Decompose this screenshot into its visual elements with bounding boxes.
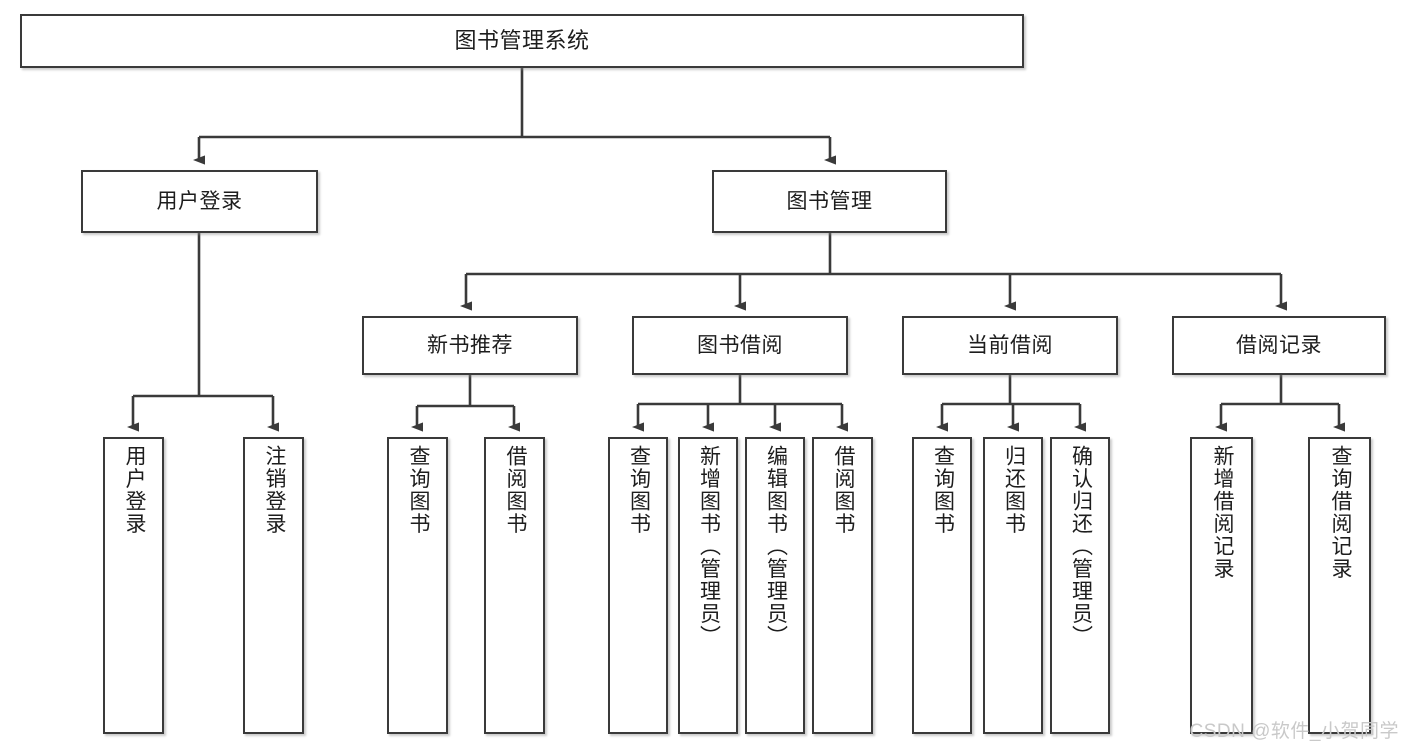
node-root[interactable]: 图书管理系统 xyxy=(20,14,1024,68)
leaf-user-login-label: 用户登录 xyxy=(122,445,146,535)
leaf-user-logout-label: 注销登录 xyxy=(262,445,286,535)
node-new-book-recommend[interactable]: 新书推荐 xyxy=(362,316,578,375)
node-root-label: 图书管理系统 xyxy=(454,27,590,53)
leaf-borrow-edit-book-admin[interactable]: 编辑图书（管理员） xyxy=(745,437,805,734)
leaf-user-logout[interactable]: 注销登录 xyxy=(243,437,304,734)
node-book-borrow-label: 图书借阅 xyxy=(697,333,783,357)
leaf-newbook-query-books[interactable]: 查询图书 xyxy=(387,437,448,734)
leaf-records-query-record-label: 查询借阅记录 xyxy=(1328,445,1352,580)
node-book-borrow[interactable]: 图书借阅 xyxy=(632,316,848,375)
leaf-newbook-borrow-books-label: 借阅图书 xyxy=(503,445,527,535)
leaf-newbook-borrow-books[interactable]: 借阅图书 xyxy=(484,437,545,734)
leaf-current-return-books[interactable]: 归还图书 xyxy=(983,437,1043,734)
leaf-records-query-record[interactable]: 查询借阅记录 xyxy=(1308,437,1371,734)
node-book-management-label: 图书管理 xyxy=(786,189,873,213)
leaf-current-query-books-label: 查询图书 xyxy=(931,445,955,535)
node-current-borrow[interactable]: 当前借阅 xyxy=(902,316,1118,375)
node-borrow-records[interactable]: 借阅记录 xyxy=(1172,316,1386,375)
leaf-borrow-lend-books-label: 借阅图书 xyxy=(831,445,855,535)
node-user-login-label: 用户登录 xyxy=(156,189,243,213)
node-new-book-recommend-label: 新书推荐 xyxy=(427,333,513,357)
node-book-management[interactable]: 图书管理 xyxy=(712,170,947,233)
leaf-borrow-query-books-label: 查询图书 xyxy=(627,445,651,535)
leaf-current-confirm-return-admin-label: 确认归还（管理员） xyxy=(1069,445,1093,648)
leaf-borrow-query-books[interactable]: 查询图书 xyxy=(608,437,668,734)
node-current-borrow-label: 当前借阅 xyxy=(967,333,1053,357)
leaf-current-return-books-label: 归还图书 xyxy=(1002,445,1026,535)
leaf-borrow-lend-books[interactable]: 借阅图书 xyxy=(812,437,873,734)
leaf-records-add-record-label: 新增借阅记录 xyxy=(1210,445,1234,580)
node-user-login[interactable]: 用户登录 xyxy=(81,170,318,233)
leaf-borrow-add-book-admin-label: 新增图书（管理员） xyxy=(697,445,721,648)
leaf-borrow-edit-book-admin-label: 编辑图书（管理员） xyxy=(764,445,788,648)
leaf-user-login[interactable]: 用户登录 xyxy=(103,437,164,734)
leaf-current-confirm-return-admin[interactable]: 确认归还（管理员） xyxy=(1050,437,1110,734)
leaf-current-query-books[interactable]: 查询图书 xyxy=(912,437,972,734)
leaf-newbook-query-books-label: 查询图书 xyxy=(406,445,430,535)
leaf-records-add-record[interactable]: 新增借阅记录 xyxy=(1190,437,1253,734)
leaf-borrow-add-book-admin[interactable]: 新增图书（管理员） xyxy=(678,437,738,734)
node-borrow-records-label: 借阅记录 xyxy=(1236,333,1322,357)
